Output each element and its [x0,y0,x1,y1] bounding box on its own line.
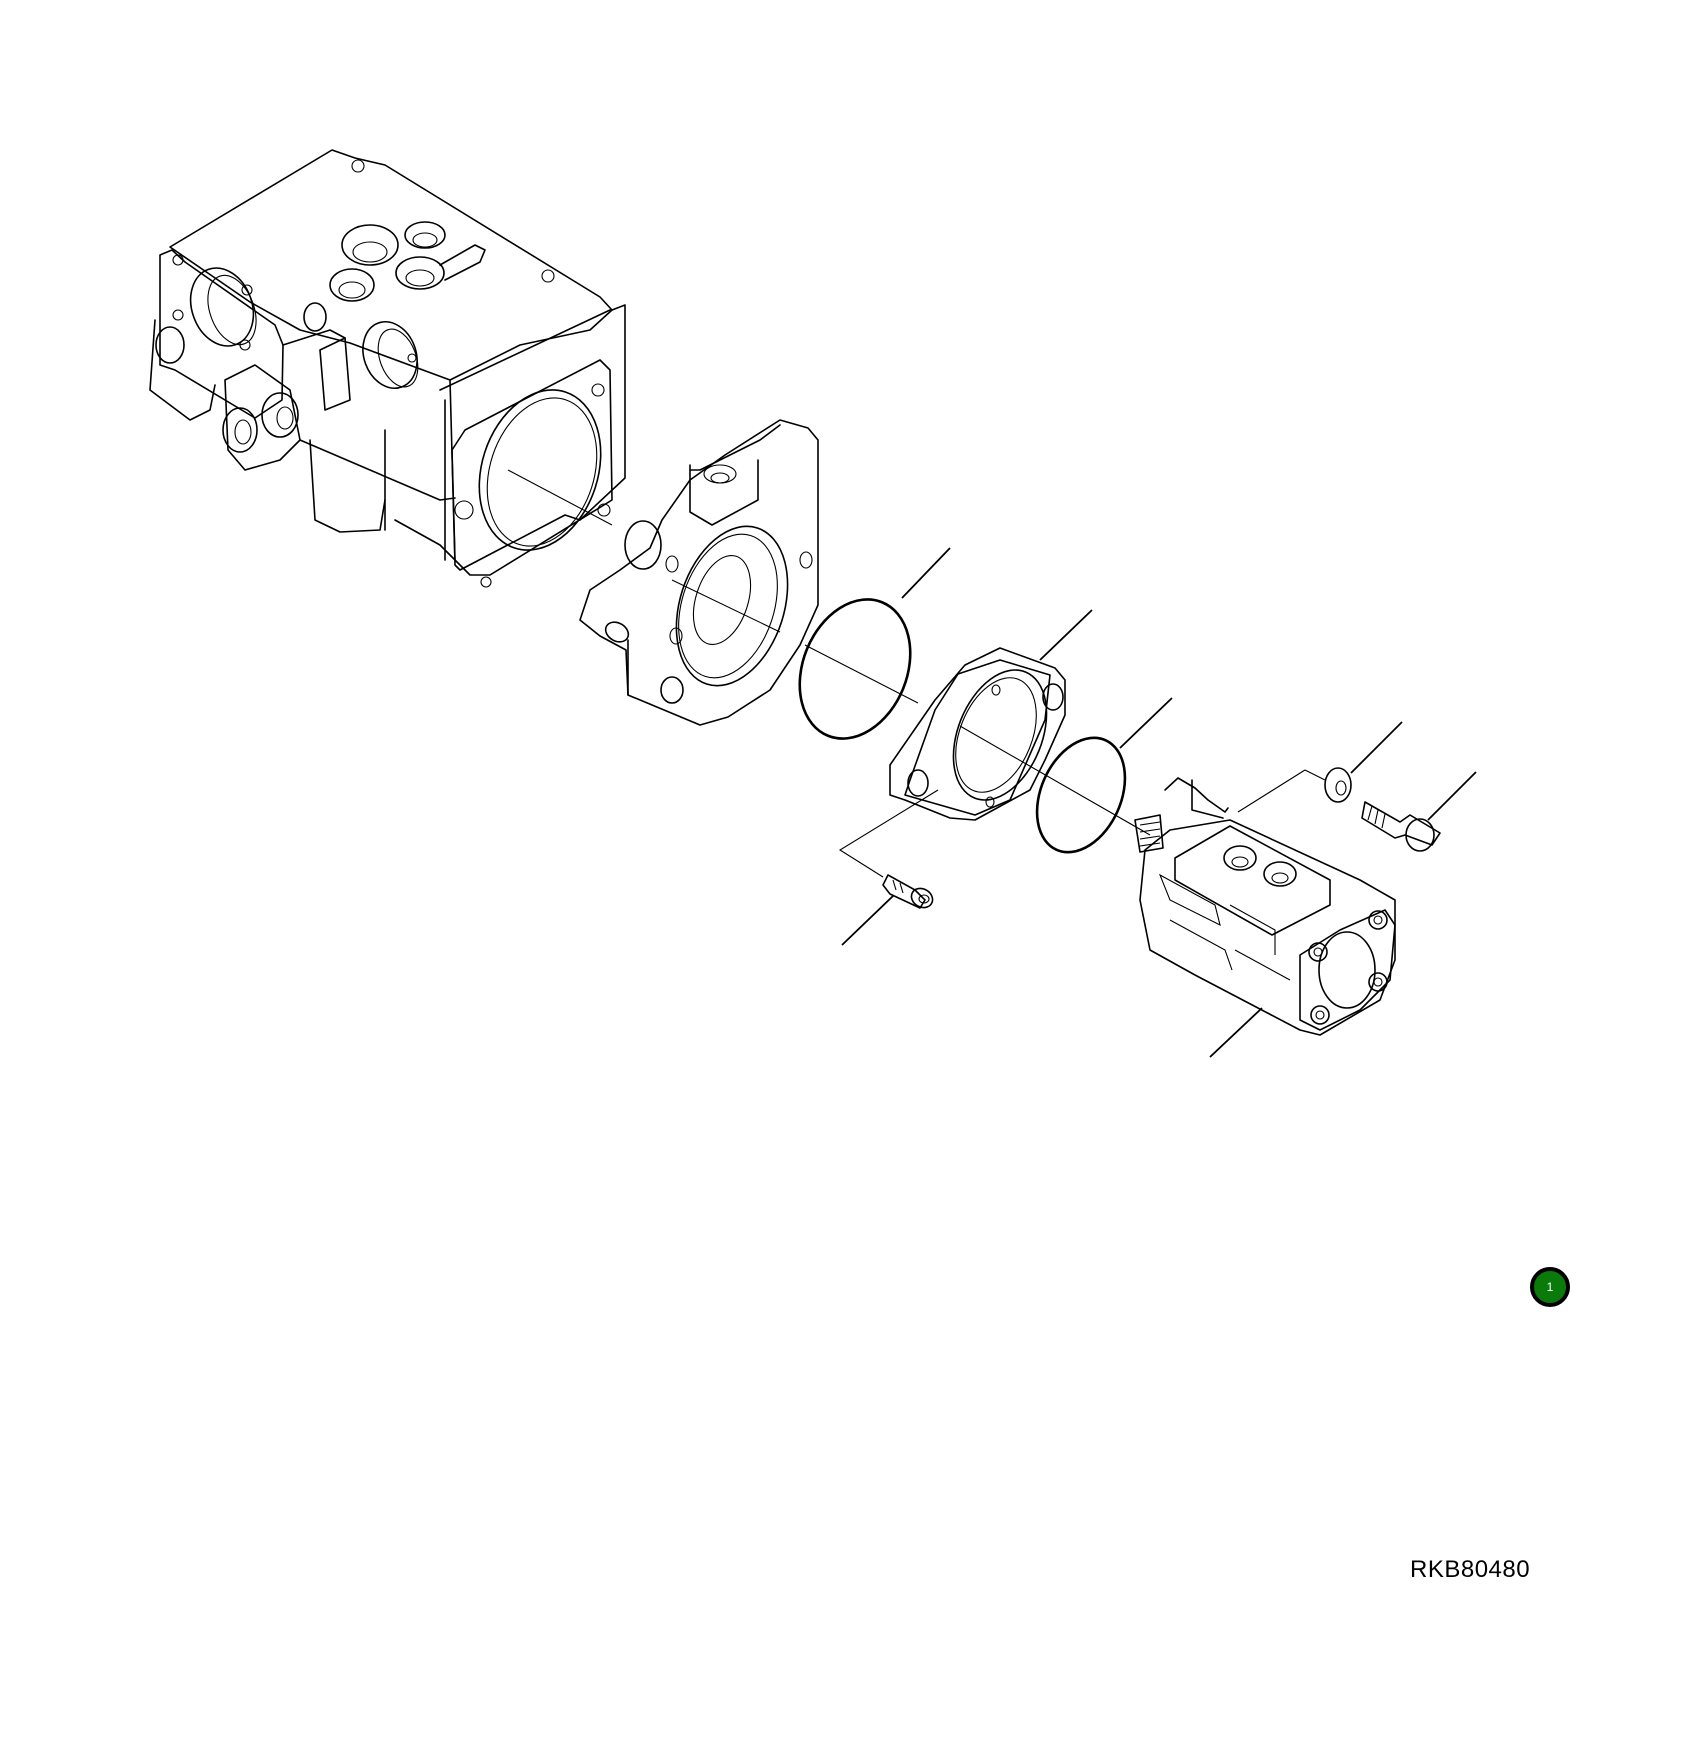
leader-line-large-o-ring [901,547,951,599]
callout-badge-label: 1 [1546,1280,1554,1294]
gear-pump [1134,769,1396,1036]
small-o-ring [1035,736,1127,854]
leader-line-cap-screw [841,895,894,946]
leader-line-gear-pump [1209,1007,1263,1058]
large-o-ring [798,598,912,740]
socket-head-cap-screw [838,789,939,909]
adapter-housing [579,419,819,726]
hex-bolt [1361,801,1441,852]
flange-plate [889,647,1066,821]
leader-line-hex-bolt [1427,771,1477,821]
leader-line-washer [1350,721,1403,774]
figure-code: RKB80480 [1410,1556,1531,1583]
washer [1304,767,1352,803]
leader-line-small-o-ring [1119,697,1173,749]
leader-line-flange-plate [1039,609,1093,661]
callout-badge[interactable]: 1 [1530,1267,1570,1307]
assembly-axis-line [507,469,1151,836]
main-pump-valve-body [149,149,626,588]
